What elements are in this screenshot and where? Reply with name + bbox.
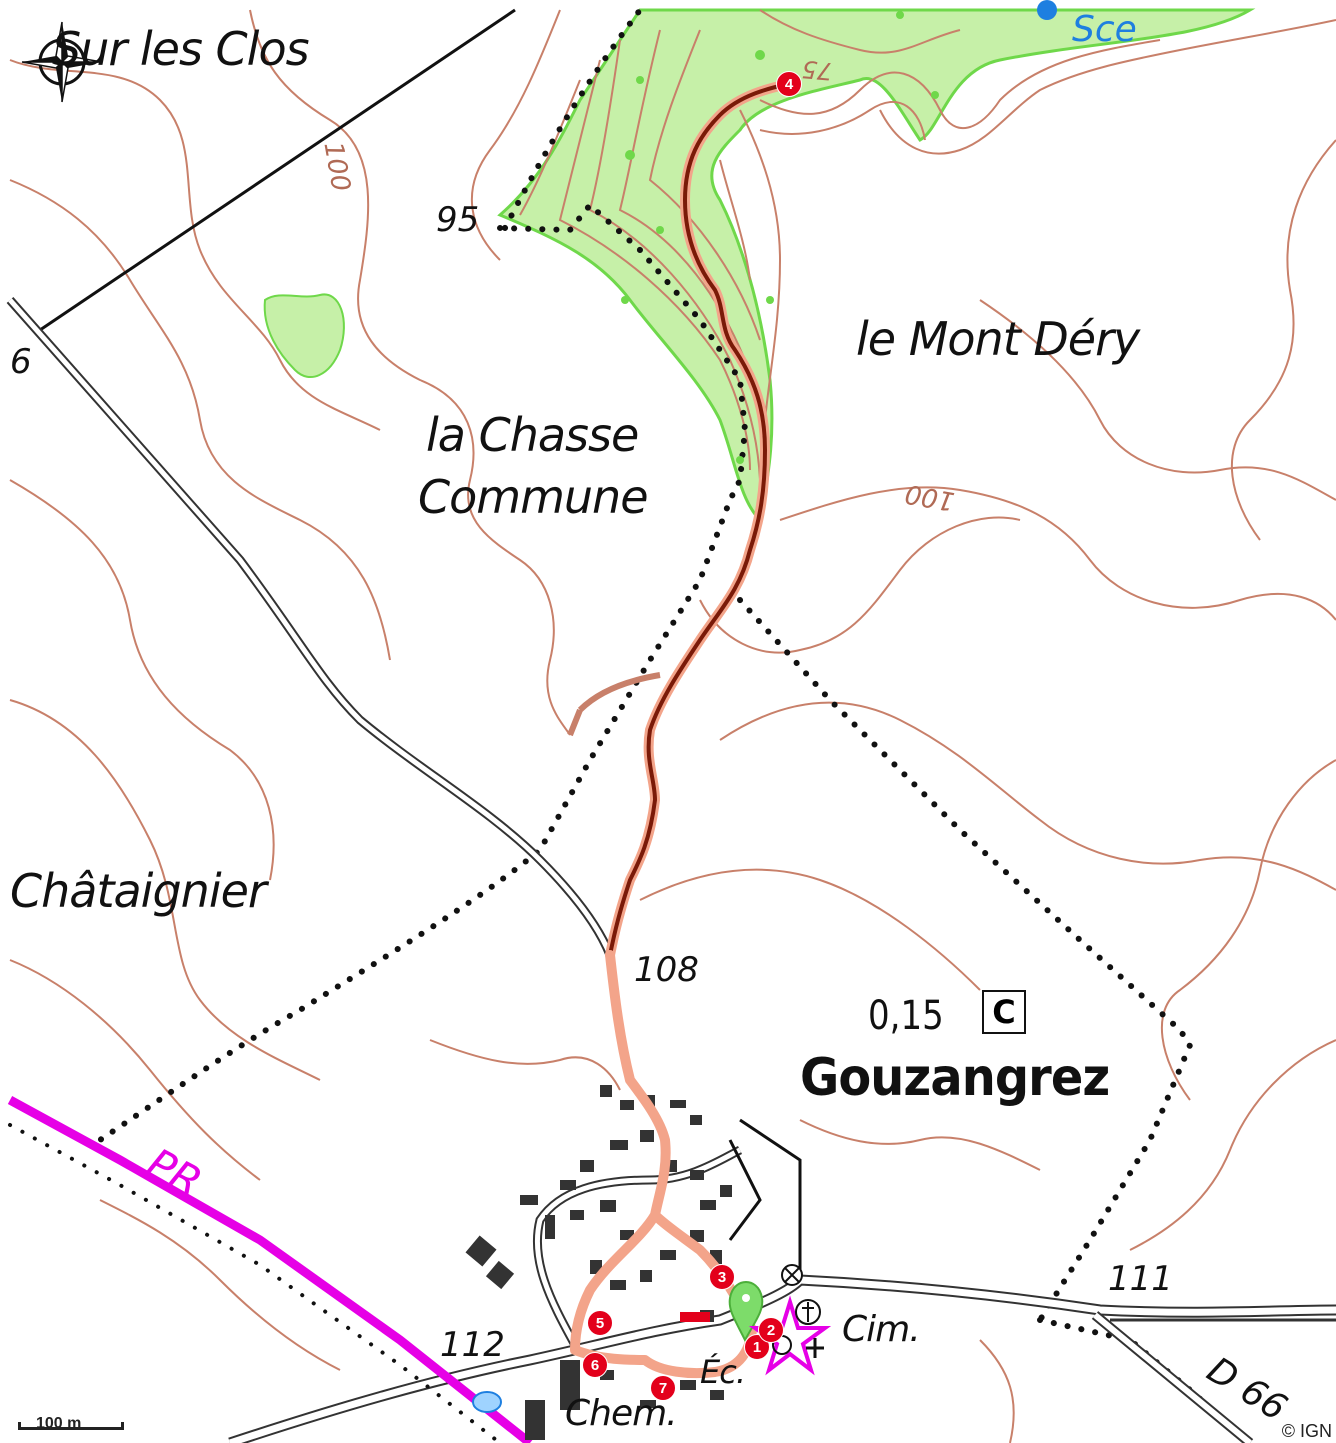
waypoint-4[interactable]: 4: [776, 71, 802, 97]
label-cimetiere: Cim.: [842, 1309, 921, 1350]
water-label-source: Sce: [1072, 9, 1137, 50]
village-label-gouzangrez: Gouzangrez: [800, 1048, 1110, 1108]
commune-box-icon: C: [982, 990, 1026, 1034]
crossed-circle-icon: [781, 1264, 803, 1286]
altitude-label-111: 111: [1108, 1259, 1173, 1299]
waypoint-6[interactable]: 6: [582, 1352, 608, 1378]
label-ecole: Éc.: [700, 1353, 746, 1391]
compass-rose-icon: [21, 21, 103, 103]
scale-line: [18, 1422, 124, 1430]
power-line: [39, 8, 516, 332]
waypoint-5[interactable]: 5: [587, 1310, 613, 1336]
spring-dot: [1037, 0, 1057, 20]
pond: [472, 1391, 502, 1413]
scale-bar: 100 m: [18, 1415, 124, 1432]
place-label-la-chasse: la Chasse: [426, 408, 639, 462]
waypoint-3[interactable]: 3: [709, 1264, 735, 1290]
contour-label-100-west: 100: [317, 139, 356, 194]
place-label-chataignier: Châtaignier: [10, 864, 267, 918]
church-cross-icon: [772, 1299, 824, 1358]
forest-dots: [621, 11, 939, 464]
place-label-sur-les-clos: Sur les Clos: [52, 22, 310, 76]
surface-label: 0,15: [868, 993, 944, 1039]
buildings: [465, 1085, 732, 1440]
altitude-label-108: 108: [634, 950, 699, 990]
label-chemin: Chem.: [565, 1393, 678, 1434]
altitude-label-95: 95: [436, 200, 480, 240]
altitude-label-112: 112: [440, 1325, 505, 1365]
contour-lines: [9, 9, 1336, 1443]
map-pin-icon[interactable]: [728, 1280, 764, 1343]
contour-label-100-east: 100: [902, 477, 957, 517]
pr-trail: [7, 1096, 533, 1443]
place-label-le-mont-dery: le Mont Déry: [856, 312, 1140, 366]
contour-label-75: 75: [800, 54, 834, 86]
forest-area: [263, 8, 1256, 524]
place-label-commune: Commune: [418, 470, 648, 524]
waypoint-7[interactable]: 7: [650, 1375, 676, 1401]
waypoint-2[interactable]: 2: [758, 1317, 784, 1343]
attribution[interactable]: © IGN: [1277, 1420, 1336, 1443]
altitude-label-6: 6: [10, 342, 32, 382]
